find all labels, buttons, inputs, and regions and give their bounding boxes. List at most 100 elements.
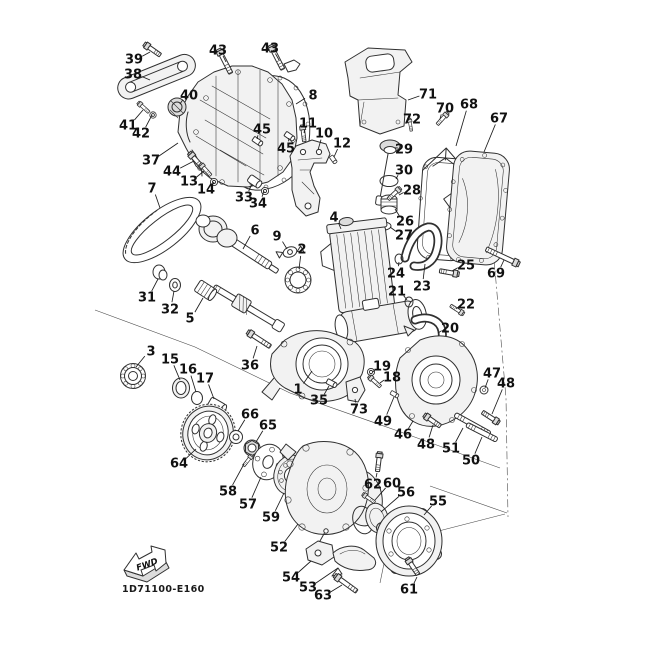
bolt-48b — [480, 408, 502, 427]
collar-31-part — [152, 264, 168, 281]
part-label-62: 62 — [364, 478, 382, 493]
leader-line-8 — [295, 97, 306, 105]
clip-part — [283, 59, 301, 73]
part-label-20: 20 — [441, 322, 459, 337]
part-label-58: 58 — [219, 485, 237, 500]
part-label-30: 30 — [395, 164, 413, 179]
part-label-43: 43 — [209, 44, 227, 59]
part-label-68: 68 — [460, 98, 478, 113]
bracket-54-part — [305, 528, 335, 566]
part-label-29: 29 — [395, 143, 413, 158]
part-label-59: 59 — [262, 511, 280, 526]
hose-23-part — [400, 222, 443, 271]
leader-line-26 — [394, 208, 400, 216]
part-label-66: 66 — [241, 408, 259, 423]
leader-line-33 — [248, 183, 253, 192]
part-label-51: 51 — [442, 442, 460, 457]
part-label-57: 57 — [239, 498, 257, 513]
part-label-45: 45 — [253, 123, 271, 138]
leader-line-28 — [398, 192, 404, 196]
leader-line-21 — [403, 295, 408, 301]
bracket-73-part — [345, 376, 366, 403]
crankcase-1-part — [261, 330, 365, 402]
part-label-17: 17 — [196, 372, 214, 387]
bracket-71-part — [344, 47, 413, 135]
part-label-61: 61 — [400, 583, 418, 598]
chain-7-part — [122, 196, 202, 264]
leader-line-57 — [251, 476, 262, 498]
plug-40-part — [167, 97, 187, 119]
crankcase-cover-37-part — [177, 65, 298, 188]
part-label-73: 73 — [350, 403, 368, 418]
leader-line-27 — [389, 226, 397, 232]
leader-line-36 — [252, 345, 258, 359]
leader-line-19 — [372, 369, 375, 373]
leader-line-12 — [333, 148, 338, 158]
leader-line-58 — [232, 463, 245, 486]
part-label-25: 25 — [457, 259, 475, 274]
leader-line-43 — [275, 53, 280, 61]
part-label-15: 15 — [161, 353, 179, 368]
leader-line-61 — [413, 576, 418, 584]
part-label-45: 45 — [277, 142, 295, 157]
leader-line-7 — [154, 194, 161, 209]
leader-line-67 — [483, 124, 496, 153]
ring-16 — [191, 391, 203, 405]
washer-34 — [260, 186, 270, 196]
flange-55-part — [375, 505, 443, 577]
leader-line-17 — [208, 384, 215, 400]
leader-line-51 — [455, 427, 464, 443]
leader-line-32 — [171, 290, 175, 303]
part-label-38: 38 — [124, 68, 142, 83]
leader-line-71 — [407, 95, 420, 101]
part-label-56: 56 — [397, 486, 415, 501]
part-label-3: 3 — [146, 345, 155, 360]
clip-9-part — [275, 245, 305, 259]
leader-line-15 — [173, 365, 181, 381]
bolt-63 — [332, 572, 360, 595]
part-label-60: 60 — [383, 477, 401, 492]
bolt-39 — [141, 40, 163, 59]
leader-line-68 — [455, 110, 467, 147]
leader-line-23 — [422, 263, 426, 280]
part-label-52: 52 — [270, 541, 288, 556]
leader-line-37 — [158, 142, 179, 157]
leader-line-45 — [256, 135, 259, 140]
leader-line-25 — [451, 267, 458, 272]
needle-bearing-5-part — [194, 279, 218, 302]
part-label-32: 32 — [161, 303, 179, 318]
crankcase-46-part — [395, 325, 478, 427]
side-cover-67-part — [443, 150, 510, 266]
part-label-70: 70 — [436, 102, 454, 117]
part-label-39: 39 — [125, 53, 143, 68]
leader-line-56 — [380, 496, 400, 513]
leader-line-24 — [397, 261, 400, 267]
leader-line-53 — [315, 567, 339, 584]
part-label-4: 4 — [329, 211, 338, 226]
clamp-21 — [404, 296, 414, 308]
part-label-27: 27 — [395, 229, 413, 244]
bolt-41 — [135, 100, 152, 115]
part-label-55: 55 — [429, 495, 447, 510]
leader-line-73 — [354, 398, 357, 403]
leader-line-43 — [222, 55, 227, 63]
leader-line-42 — [145, 114, 153, 128]
part-label-53: 53 — [299, 581, 317, 596]
part-label-63: 63 — [314, 589, 332, 604]
leader-line-70 — [439, 114, 442, 120]
leader-line-9 — [282, 241, 288, 250]
leader-line-16 — [190, 375, 197, 393]
leader-line-65 — [255, 430, 264, 443]
part-label-11: 11 — [299, 117, 317, 132]
bolt-18 — [366, 373, 383, 390]
part-label-14: 14 — [197, 183, 215, 198]
stator-cover-52-part — [279, 440, 370, 535]
leader-line-49 — [386, 396, 395, 415]
part-label-28: 28 — [403, 184, 421, 199]
seal-15-part — [172, 377, 190, 399]
leader-line-1 — [303, 370, 313, 384]
leader-line-10 — [317, 139, 322, 151]
bolt-62 — [373, 450, 384, 473]
